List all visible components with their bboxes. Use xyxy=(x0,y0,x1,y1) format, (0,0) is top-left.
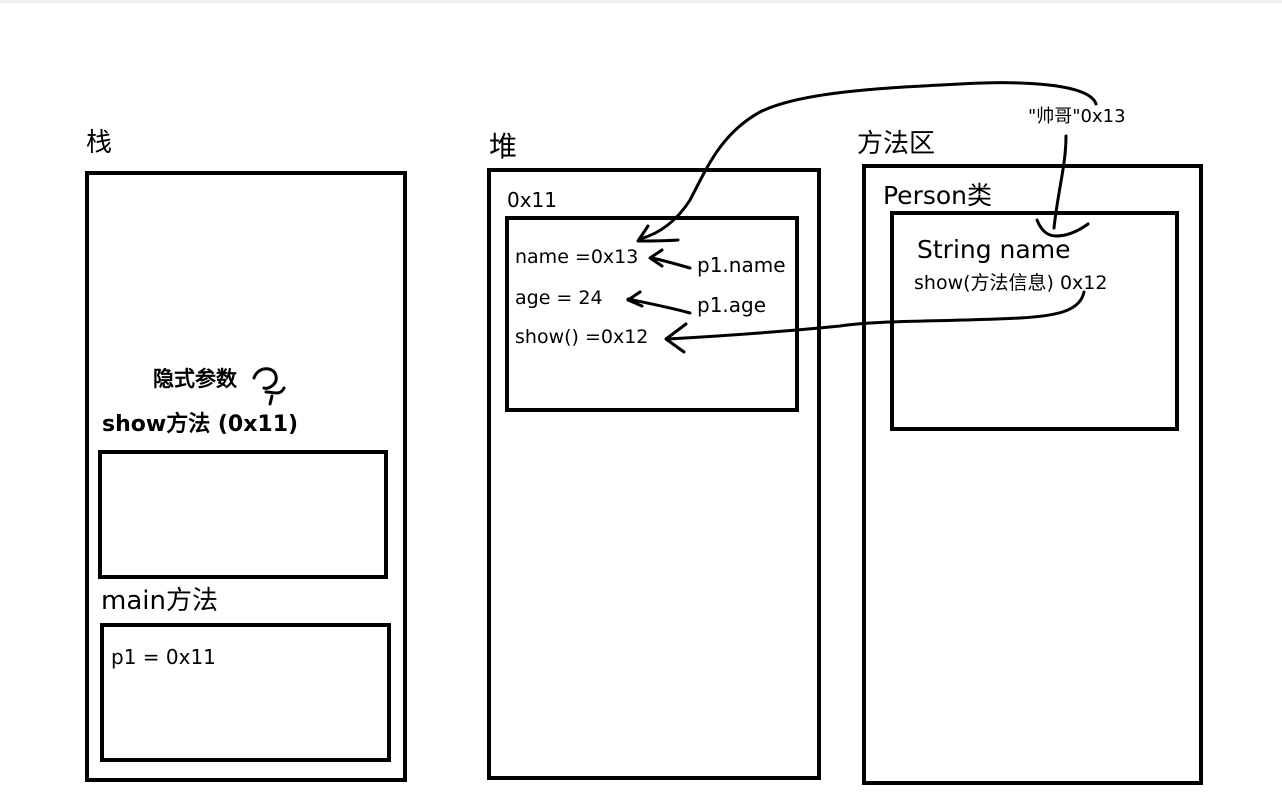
heap-field-age: age = 24 xyxy=(515,287,603,309)
string-constant: "帅哥"0x13 xyxy=(1028,106,1126,127)
heap-object-addr: 0x11 xyxy=(507,188,558,212)
main-frame-label: main方法 xyxy=(101,586,218,616)
show-frame-label: show方法 (0x11) xyxy=(102,412,299,437)
heap-field-name: name =0x13 xyxy=(515,246,639,268)
ref-p1-name: p1.name xyxy=(697,253,786,277)
method-info: show(方法信息) 0x12 xyxy=(914,272,1108,294)
class-label: Person类 xyxy=(883,181,993,210)
implicit-param-label: 隐式参数 xyxy=(153,367,237,391)
method-area-title: 方法区 xyxy=(857,129,936,159)
heap-field-show: show() =0x12 xyxy=(515,326,649,348)
show-frame xyxy=(98,450,388,579)
ref-p1-age: p1.age xyxy=(697,293,767,317)
stack-title: 栈 xyxy=(86,128,113,158)
stack-region xyxy=(85,171,407,782)
main-frame xyxy=(100,623,391,762)
main-var-p1: p1 = 0x11 xyxy=(111,645,216,669)
top-border xyxy=(0,0,1282,3)
field-declaration: String name xyxy=(917,235,1071,264)
heap-title: 堆 xyxy=(489,130,518,163)
